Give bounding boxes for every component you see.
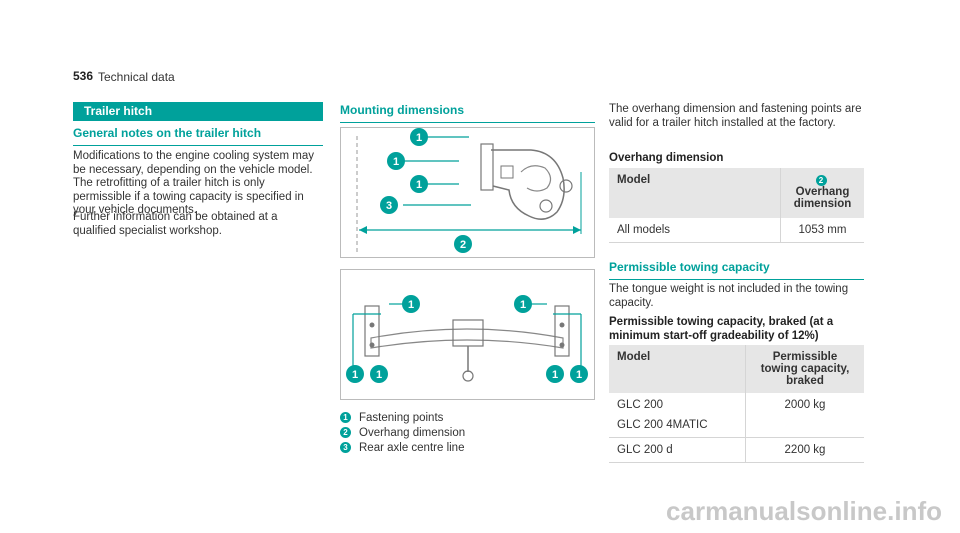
towing-value-cell: 2200 kg bbox=[745, 437, 864, 463]
callout-marker-1: 1 bbox=[410, 128, 428, 146]
towing-model-cell: GLC 200 GLC 200 4MATIC bbox=[609, 393, 746, 438]
callout-number: 2 bbox=[815, 175, 827, 186]
centre-mount bbox=[452, 319, 484, 347]
callout-marker-1: 1 bbox=[387, 152, 405, 170]
arrow-head-left bbox=[359, 226, 367, 234]
pin-circle bbox=[559, 179, 573, 193]
legend-text: Overhang dimension bbox=[359, 426, 466, 439]
overhang-col-model: Model bbox=[609, 168, 781, 218]
model-name: GLC 200 bbox=[617, 399, 664, 411]
table-row: GLC 200 GLC 200 4MATIC 2000 kg bbox=[609, 393, 864, 438]
watermark: carmanualsonline.info bbox=[666, 496, 942, 526]
hitch-ball-outline bbox=[520, 165, 552, 192]
figure-side-view: 1 1 1 3 2 bbox=[340, 127, 595, 258]
callout-marker-1: 1 bbox=[346, 365, 364, 383]
subheading-towing-capacity: Permissible towing capacity bbox=[609, 260, 864, 280]
callout-marker-1: 1 bbox=[514, 295, 532, 313]
legend-number: 1 bbox=[340, 412, 351, 423]
legend-item: 2 Overhang dimension bbox=[340, 425, 595, 440]
legend-item: 1 Fastening points bbox=[340, 410, 595, 425]
svg-text:1: 1 bbox=[576, 369, 582, 381]
overhang-col-dimension-label: Overhang dimension bbox=[793, 186, 852, 210]
callout-marker-1: 1 bbox=[410, 175, 428, 193]
legend-number: 3 bbox=[340, 442, 351, 453]
hitch-contour bbox=[491, 149, 565, 220]
callout-marker-1: 1 bbox=[570, 365, 588, 383]
overhang-model-cell: All models bbox=[609, 218, 781, 243]
towing-col-capacity: Permissible towing capacity, braked bbox=[745, 345, 864, 393]
towing-table: Model Permissible towing capacity, brake… bbox=[609, 345, 864, 463]
svg-text:1: 1 bbox=[352, 369, 358, 381]
svg-text:1: 1 bbox=[552, 369, 558, 381]
legend-item: 3 Rear axle centre line bbox=[340, 440, 595, 455]
svg-text:1: 1 bbox=[416, 132, 422, 144]
svg-text:1: 1 bbox=[376, 369, 382, 381]
subheading-general-notes: General notes on the trailer hitch bbox=[73, 126, 323, 146]
overhang-dimension-label: Overhang dimension bbox=[609, 152, 724, 164]
hitch-mount-bracket bbox=[480, 143, 494, 191]
subheading-mounting-dimensions: Mounting dimensions bbox=[340, 103, 595, 123]
table-row: GLC 200 d 2200 kg bbox=[609, 437, 864, 463]
callout-marker-1: 1 bbox=[402, 295, 420, 313]
socket-box bbox=[500, 165, 514, 179]
svg-text:1: 1 bbox=[520, 299, 526, 311]
left-bracket bbox=[364, 305, 380, 357]
tow-ball bbox=[462, 370, 474, 382]
paragraph-tongue-weight: The tongue weight is not included in the… bbox=[609, 283, 849, 309]
bracket-frame-right bbox=[553, 313, 582, 370]
side-view-diagram: 1 1 1 3 2 bbox=[356, 128, 582, 254]
model-name: GLC 200 4MATIC bbox=[617, 419, 708, 431]
overhang-table: Model 2 Overhang dimension All models 10… bbox=[609, 168, 864, 243]
page-number: 536 bbox=[73, 69, 94, 83]
figure-legend: 1 Fastening points 2 Overhang dimension … bbox=[340, 410, 595, 455]
towing-model-cell: GLC 200 d bbox=[609, 437, 746, 463]
svg-text:1: 1 bbox=[393, 156, 399, 168]
crossbar bbox=[370, 328, 564, 349]
legend-text: Fastening points bbox=[359, 411, 444, 424]
svg-text:1: 1 bbox=[408, 299, 414, 311]
section-title: Trailer hitch bbox=[84, 104, 153, 118]
legend-number: 2 bbox=[340, 427, 351, 438]
svg-text:2: 2 bbox=[460, 239, 466, 251]
figure-rear-view: 1 1 1 1 1 1 bbox=[340, 269, 595, 400]
legend-text: Rear axle centre line bbox=[359, 441, 465, 454]
callout-marker-3: 3 bbox=[380, 196, 398, 214]
paragraph-modifications: Modifications to the engine cooling syst… bbox=[73, 150, 314, 216]
towing-capacity-label: Permissible towing capacity, braked (at … bbox=[609, 316, 834, 342]
svg-text:1: 1 bbox=[416, 179, 422, 191]
paragraph-overhang-intro: The overhang dimension and fastening poi… bbox=[609, 103, 862, 129]
right-bracket bbox=[554, 305, 570, 357]
rear-view-diagram: 1 1 1 1 1 1 bbox=[346, 295, 588, 383]
section-title-bar: Trailer hitch bbox=[73, 102, 323, 121]
paragraph-further-info: Further information can be obtained at a… bbox=[73, 211, 278, 237]
towing-value-cell: 2000 kg bbox=[745, 393, 864, 438]
overhang-col-dimension: 2 Overhang dimension bbox=[780, 168, 864, 218]
towing-col-model: Model bbox=[609, 345, 746, 393]
arrow-head-right bbox=[573, 226, 581, 234]
table-row: All models 1053 mm bbox=[609, 218, 864, 243]
callout-marker-1: 1 bbox=[370, 365, 388, 383]
tow-ball bbox=[539, 199, 553, 213]
page-section-title: Technical data bbox=[98, 70, 175, 84]
bracket-frame-left bbox=[352, 313, 381, 370]
callout-marker-1: 1 bbox=[546, 365, 564, 383]
svg-text:3: 3 bbox=[386, 200, 392, 212]
overhang-value-cell: 1053 mm bbox=[780, 218, 864, 243]
callout-marker-2: 2 bbox=[454, 235, 472, 253]
